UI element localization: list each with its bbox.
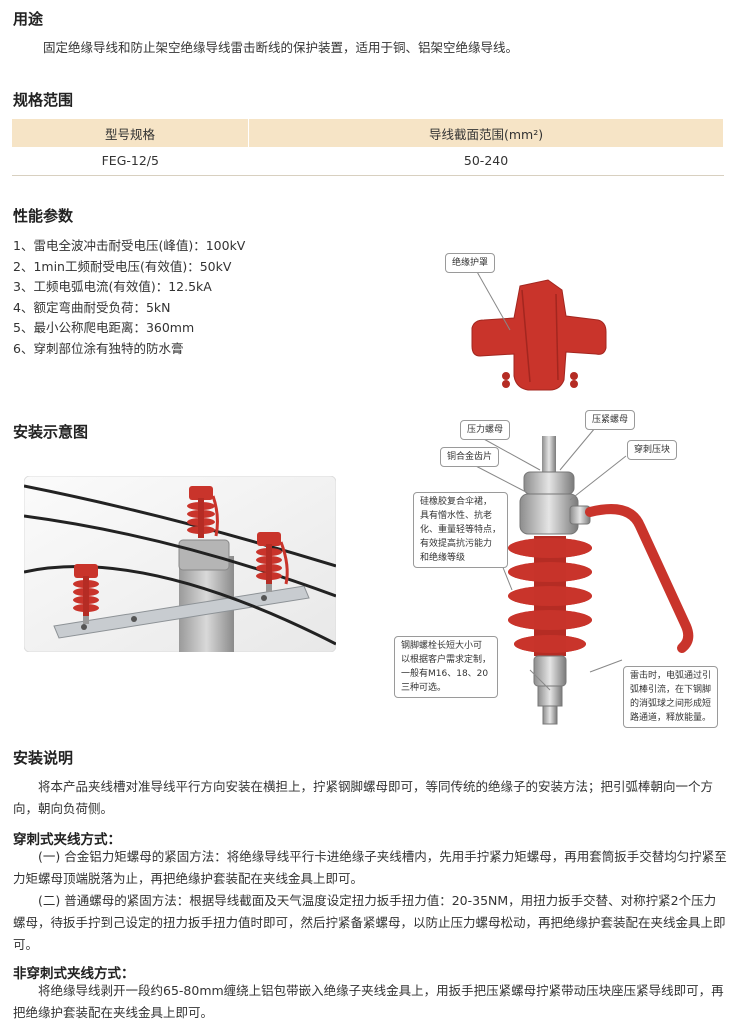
table-row: FEG-12/5 50-240 xyxy=(12,147,724,176)
list-item: 6、穿刺部位涂有独特的防水膏 xyxy=(13,340,184,356)
pierce-method-1: (一) 合金铝力矩螺母的紧固方法：将绝缘导线平行卡进绝缘子夹线槽内，先用手拧紧力… xyxy=(13,849,727,886)
list-item: 3、工频电弧电流(有效值)：12.5kA xyxy=(13,279,212,294)
nonpierce-text: 将绝缘导线剥开一段约65-80mm缠绕上铝包带嵌入绝缘子夹线金具上，用扳手把压紧… xyxy=(13,983,724,1020)
callout-arc: 雷击时，电弧通过引 弧棒引流，在下钢脚 的消弧球之间形成短 路通道，释放能量。 xyxy=(623,666,719,728)
callout-copper-teeth: 铜合金齿片 xyxy=(440,447,500,467)
insulator-middle xyxy=(187,486,219,538)
perf-title: 性能参数 xyxy=(13,207,74,225)
spec-cell-range: 50-240 xyxy=(248,147,724,176)
install-notes-title: 安装说明 xyxy=(13,749,74,767)
pierce-title: 穿刺式夹线方式： xyxy=(13,832,121,848)
install-diagram-title: 安装示意图 xyxy=(13,423,89,441)
install-notes-text: 将本产品夹线槽对准导线平行方向安装在横担上，拧紧钢脚螺母即可，等同传统的绝缘子的… xyxy=(13,779,714,816)
usage-text: 固定绝缘导线和防止架空绝缘导线雷击断线的保护装置，适用于铜、铝架空绝缘导线。 xyxy=(43,40,519,55)
insulator-left xyxy=(73,564,99,624)
installation-illustration xyxy=(24,476,336,652)
spec-table: 型号规格 导线截面范围(mm²) FEG-12/5 50-240 xyxy=(12,119,724,176)
list-item: 2、1min工频耐受电压(有效值)：50kV xyxy=(13,258,232,274)
spec-title: 规格范围 xyxy=(13,91,74,109)
spec-cell-model: FEG-12/5 xyxy=(12,147,249,176)
perf-list: 1、雷电全波冲击耐受电压(峰值)：100kV 2、1min工频耐受电压(有效值)… xyxy=(13,236,245,359)
list-item: 1、雷电全波冲击耐受电压(峰值)：100kV xyxy=(13,238,246,253)
callout-cover: 绝缘护罩 xyxy=(445,253,496,273)
nonpierce-title: 非穿刺式夹线方式： xyxy=(13,966,135,982)
callout-rubber: 硅橡胶复合伞裙， 具有憎水性、抗老 化、重量轻等特点， 有效提高抗污能力 和绝缘… xyxy=(413,492,509,568)
pierce-method-2: (二) 普通螺母的紧固方法：根据导线截面及天气温度设定扭力扳手扭力值：20-35… xyxy=(13,893,726,952)
list-item: 4、额定弯曲耐受负荷：5kN xyxy=(13,299,171,315)
insulation-cover-illustration xyxy=(471,279,607,391)
insulator-right xyxy=(256,532,289,592)
usage-title: 用途 xyxy=(13,10,44,28)
callout-pressure-nut: 压力螺母 xyxy=(460,420,511,440)
callout-pierce-block: 穿刺压块 xyxy=(627,440,678,460)
insulator-product-illustration xyxy=(508,436,694,725)
callout-lock-nut: 压紧螺母 xyxy=(585,410,636,430)
callout-bolt: 钢脚螺栓长短大小可 以根据客户需求定制， 一般有M16、18、20 三种可选。 xyxy=(394,636,499,698)
spec-header-model: 型号规格 xyxy=(12,119,250,147)
callout-lines xyxy=(471,269,627,691)
spec-header-range: 导线截面范围(mm²) xyxy=(248,119,724,147)
list-item: 5、最小公称爬电距离：360mm xyxy=(13,320,195,335)
